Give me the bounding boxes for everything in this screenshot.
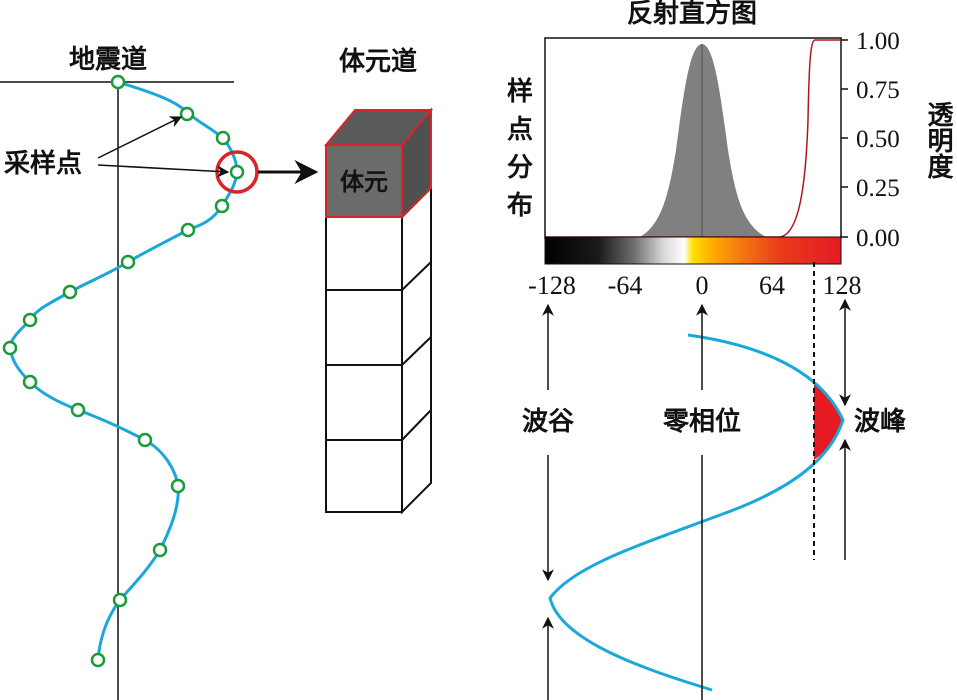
sample-distribution-area (640, 44, 766, 237)
sample-point[interactable] (180, 222, 196, 238)
right-axis-ticks: 1.00 0.75 0.50 0.25 0.00 (841, 28, 900, 252)
bottom-tick-label: 0 (696, 271, 709, 300)
sample-point[interactable] (120, 254, 136, 270)
right-tick-label: 0.25 (856, 175, 900, 202)
voxel-trace-panel: 体元道 体元 (323, 46, 434, 515)
sample-point[interactable] (90, 652, 106, 668)
sample-point[interactable] (22, 312, 38, 328)
color-bar (544, 236, 842, 265)
sample-point[interactable] (22, 374, 38, 390)
right-axis-label: 透明度 (923, 101, 953, 180)
sample-arrow-lower (97, 164, 230, 178)
sample-point[interactable] (152, 542, 168, 558)
left-axis-label: 样 点 分 布 (507, 76, 533, 221)
wavelet-curve (548, 333, 845, 692)
highlighted-voxel[interactable]: 体元 (323, 107, 434, 220)
histogram-panel: 反射直方图 样 点 分 布 1.00 0.75 0.50 0.25 0.00 透… (507, 0, 953, 300)
trough-label: 波谷 (522, 407, 575, 437)
sample-point[interactable] (137, 432, 153, 448)
sample-point[interactable] (112, 592, 128, 608)
sample-points (2, 74, 245, 668)
left-label-char: 样 (507, 76, 533, 107)
sample-point[interactable] (110, 74, 126, 90)
seismic-trace-panel: 地震道 采样点 (0, 44, 319, 700)
opacity-curve (545, 39, 841, 238)
voxel-column (325, 185, 432, 515)
bottom-tick-label: -64 (608, 271, 643, 300)
sample-point[interactable] (62, 284, 78, 300)
wave-mapping-panel: 波谷 零相位 波峰 (522, 262, 906, 700)
bottom-axis-ticks: -128 -64 0 64 128 (528, 271, 861, 300)
right-tick-label: 0.00 (856, 225, 900, 252)
peak-fill-region (814, 383, 843, 460)
voxel-label: 体元 (340, 168, 388, 196)
sample-point[interactable] (170, 478, 186, 494)
sample-point[interactable] (70, 402, 86, 418)
right-tick-label: 0.50 (856, 126, 900, 153)
left-label-char: 分 (507, 153, 533, 183)
voxel-trace-title: 体元道 (339, 46, 417, 77)
peak-label: 波峰 (854, 407, 906, 437)
sample-arrow-upper (97, 116, 183, 159)
left-label-char: 布 (507, 191, 533, 221)
sample-point[interactable] (215, 130, 231, 146)
bottom-tick-label: 64 (759, 271, 785, 300)
bottom-tick-label: -128 (528, 271, 576, 300)
sample-point[interactable] (2, 340, 18, 356)
right-tick-label: 0.75 (856, 77, 900, 104)
seismic-trace-title: 地震道 (69, 44, 147, 75)
right-tick-label: 1.00 (856, 28, 900, 55)
sample-point[interactable] (179, 106, 195, 122)
sample-points-label: 采样点 (4, 148, 82, 179)
histogram-title: 反射直方图 (627, 0, 757, 29)
zero-phase-label: 零相位 (663, 406, 741, 437)
sample-point[interactable] (214, 198, 230, 214)
bottom-tick-label: 128 (823, 271, 862, 300)
left-label-char: 点 (507, 114, 533, 145)
sample-point[interactable] (229, 164, 245, 180)
